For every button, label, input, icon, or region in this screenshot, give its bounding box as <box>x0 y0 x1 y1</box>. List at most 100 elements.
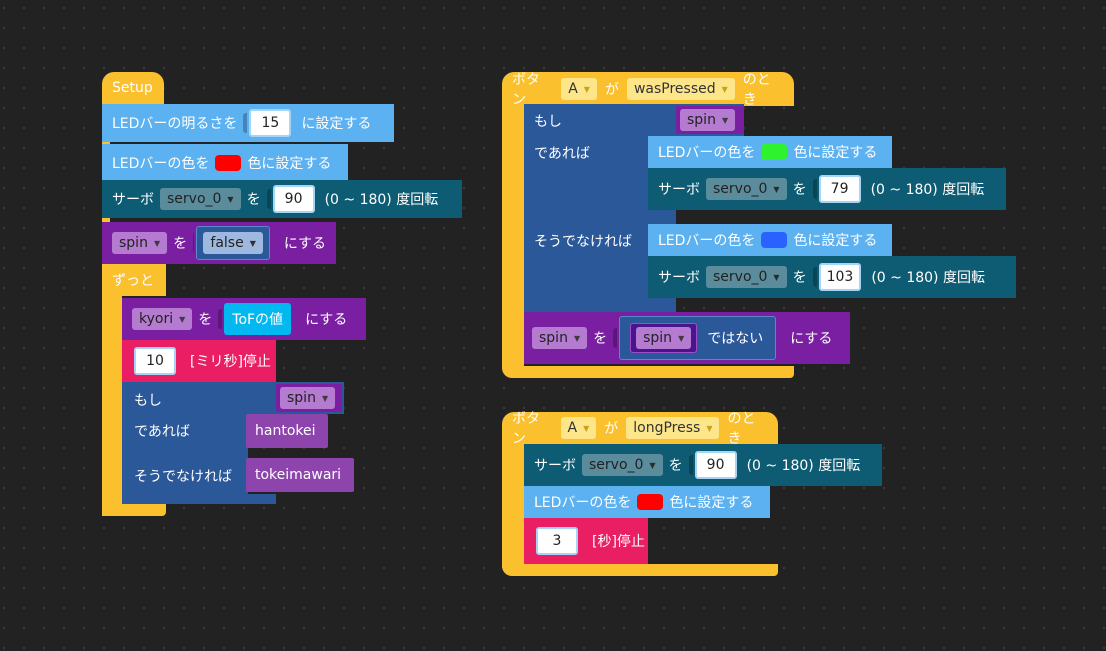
servo-range-label: (0 ~ 180) 度回転 <box>746 458 861 474</box>
button-event-block-2[interactable]: ボタン A▼ が longPress▼ のとき <box>502 411 778 447</box>
spin-wo: を <box>593 331 608 347</box>
button-label: ボタン <box>512 72 540 108</box>
servo-block[interactable]: サーボ servo_0▼ を 90 (0 ~ 180) 度回転 <box>102 180 462 218</box>
color-swatch[interactable] <box>761 232 788 248</box>
dropdown-arrow-icon: ▼ <box>678 333 685 343</box>
servo-angle-value[interactable]: 103 <box>818 263 862 291</box>
button-dropdown[interactable]: A▼ <box>561 78 597 100</box>
setup-block[interactable]: Setup <box>102 72 164 104</box>
spin-condition-block[interactable]: spin ▼ <box>276 384 342 412</box>
servo-range-label: (0 ~ 180) 度回転 <box>871 270 985 286</box>
wait-sec-value[interactable]: 3 <box>536 527 578 555</box>
servo-range-label: (0 ~ 180) 度回転 <box>870 182 985 198</box>
servo-label: サーボ <box>658 182 700 198</box>
led-brightness-block[interactable]: LEDバーの明るさを 15 に設定する <box>102 104 394 142</box>
button-value: A <box>568 81 578 97</box>
led-brightness-label: LEDバーの明るさを <box>112 116 238 132</box>
else-servo-block[interactable]: サーボ servo_0▼ を 103 (0 ~ 180) 度回転 <box>648 256 1016 298</box>
dropdown-arrow-icon: ▼ <box>773 272 780 282</box>
then-servo-block[interactable]: サーボ servo_0▼ を 79 (0 ~ 180) 度回転 <box>648 168 1006 210</box>
wait-ms-label: [ミリ秒]停止 <box>190 354 271 370</box>
forever-label: ずっと <box>112 273 154 289</box>
if-body-2 <box>524 136 648 312</box>
input-socket <box>218 309 223 329</box>
then-led-color-block[interactable]: LEDバーの色を 色に設定する <box>648 136 892 168</box>
not-block[interactable]: spin▼ ではない <box>619 316 777 360</box>
dropdown-arrow-icon: ▼ <box>573 333 581 343</box>
color-swatch[interactable] <box>215 155 242 171</box>
button-value: A <box>567 420 578 436</box>
tokeimawari-block[interactable]: tokeimawari <box>246 458 354 492</box>
servo-dropdown-value: servo_0 <box>589 457 644 473</box>
if-label-2: もし <box>534 114 562 130</box>
led-color-label: LEDバーの色を <box>112 156 210 172</box>
led-color-suffix: 色に設定する <box>247 156 332 172</box>
input-socket <box>193 233 195 253</box>
dropdown-arrow-icon: ▼ <box>227 194 234 204</box>
servo-block-2[interactable]: サーボ servo_0▼ を 90 (0 ~ 180) 度回転 <box>524 444 882 486</box>
ga-label: が <box>604 421 619 437</box>
input-socket <box>688 455 693 475</box>
kyori-var-dropdown[interactable]: kyori▼ <box>132 308 193 330</box>
color-swatch[interactable] <box>761 144 788 160</box>
spin-condition-block-2[interactable]: spin▼ <box>676 106 744 134</box>
spin-var-dropdown[interactable]: spin▼ <box>532 327 588 349</box>
false-block[interactable]: false▼ <box>196 226 270 260</box>
servo-dropdown[interactable]: servo_0▼ <box>706 178 787 200</box>
spin-set-block[interactable]: spin▼ を false▼ にする <box>102 222 336 264</box>
ga-label: が <box>604 82 619 98</box>
hantokei-block[interactable]: hantokei <box>246 414 328 448</box>
wait-ms-value[interactable]: 10 <box>134 347 176 375</box>
wait-ms-block[interactable]: 10 [ミリ秒]停止 <box>122 340 276 382</box>
spin-inner-value: spin <box>643 330 673 346</box>
led-color-block-2[interactable]: LEDバーの色を 色に設定する <box>524 486 770 518</box>
tof-value-block[interactable]: ToFの値 <box>224 303 292 335</box>
led-color-suffix: 色に設定する <box>669 495 754 511</box>
spin-toggle-block[interactable]: spin▼ を spin▼ ではない にする <box>524 312 850 364</box>
color-swatch[interactable] <box>637 494 664 510</box>
servo-angle-value[interactable]: 90 <box>272 185 315 213</box>
wait-sec-block[interactable]: 3 [秒]停止 <box>524 518 648 564</box>
servo-angle-value[interactable]: 90 <box>694 451 737 479</box>
servo-dropdown-value: servo_0 <box>713 269 768 285</box>
servo-dropdown[interactable]: servo_0 ▼ <box>706 266 787 288</box>
servo-angle-value[interactable]: 79 <box>818 175 861 203</box>
dropdown-arrow-icon: ▼ <box>583 423 590 433</box>
else-led-color-block[interactable]: LEDバーの色を 色に設定する <box>648 224 892 256</box>
event-dropdown[interactable]: wasPressed▼ <box>626 78 735 100</box>
servo-dropdown[interactable]: servo_0▼ <box>582 454 663 476</box>
else-label-2: そうでなければ <box>534 234 632 250</box>
boolean-dropdown[interactable]: false▼ <box>203 232 263 254</box>
then-label-2: であれば <box>534 146 590 162</box>
event1-bottom <box>502 366 794 378</box>
servo-label: サーボ <box>534 458 576 474</box>
servo-dropdown[interactable]: servo_0 ▼ <box>160 188 241 210</box>
spin-cond-dropdown-2[interactable]: spin▼ <box>680 109 736 131</box>
if-bottom <box>122 494 276 504</box>
if-bottom-2 <box>648 298 676 312</box>
event-dropdown[interactable]: longPress ▼ <box>626 417 720 439</box>
dropdown-arrow-icon: ▼ <box>706 423 713 433</box>
spin-cond-dropdown[interactable]: spin ▼ <box>280 387 336 409</box>
button-event-block-1[interactable]: ボタン A▼ が wasPressed▼ のとき <box>502 72 794 108</box>
led-color-block[interactable]: LEDバーの色を 色に設定する <box>102 144 348 182</box>
spin-var-value: spin <box>119 235 148 251</box>
servo-wo: を <box>792 270 807 286</box>
input-socket <box>812 179 817 199</box>
led-color-label: LEDバーの色を <box>658 145 756 161</box>
brightness-value[interactable]: 15 <box>249 109 292 137</box>
event-value: longPress <box>633 420 701 436</box>
dropdown-arrow-icon: ▼ <box>321 393 329 403</box>
event2-rail <box>502 444 524 568</box>
spin-inner-dropdown[interactable]: spin ▼ <box>636 327 692 349</box>
kyori-wo: を <box>198 312 213 328</box>
forever-block[interactable]: ずっと <box>102 264 166 296</box>
spin-inner-block[interactable]: spin ▼ <box>630 323 698 353</box>
spin-cond-value: spin <box>287 390 316 406</box>
button-dropdown[interactable]: A▼ <box>560 417 597 439</box>
spin-var-dropdown[interactable]: spin▼ <box>112 232 168 254</box>
spin-cond-value-2: spin <box>687 112 716 128</box>
kyori-set-block[interactable]: kyori▼ を ToFの値 にする <box>122 298 366 340</box>
spin-wo: を <box>173 236 188 252</box>
servo-dropdown-value: servo_0 <box>167 191 222 207</box>
